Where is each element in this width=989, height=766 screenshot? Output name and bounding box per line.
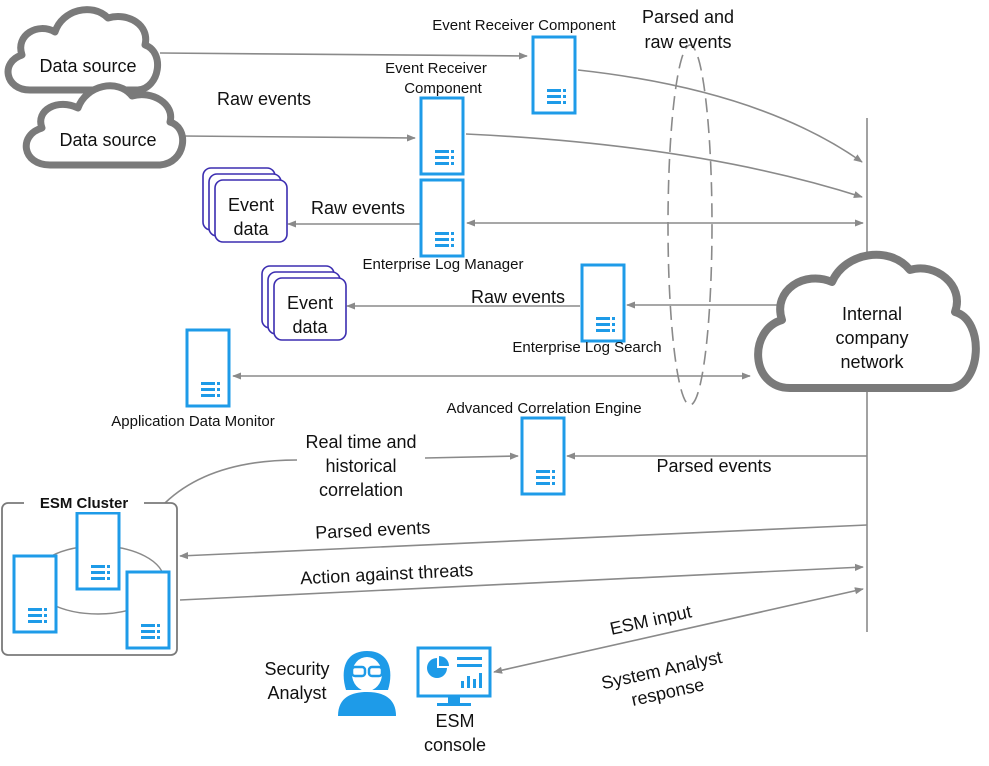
event-data-label-line2: data — [233, 219, 269, 239]
arrow-receiver1-to-network — [577, 69, 863, 163]
arrow-receiver2-to-network — [465, 133, 863, 198]
parsed-events-label-1: Parsed events — [656, 456, 771, 476]
raw-events-label-3: Raw events — [471, 287, 565, 307]
esm-input-label: ESM input — [608, 601, 693, 639]
event-receiver-server-2 — [419, 96, 465, 176]
correlation-label-line1: Real time and — [305, 432, 416, 452]
arrow-network-to-cluster — [179, 524, 868, 560]
correlation-label-line2: historical — [325, 456, 396, 476]
connectors — [159, 52, 868, 674]
esm-cluster-title-bg — [24, 494, 144, 512]
parsed-raw-label-line1: Parsed and — [642, 7, 734, 27]
esm-console-monitor-icon — [416, 646, 492, 706]
arrow-datasource2-to-receiver2 — [181, 134, 416, 142]
event-data-stack-2: Event data — [261, 265, 347, 341]
raw-events-label-2: Raw events — [311, 198, 405, 218]
arrow-datasource1-to-receiver1 — [159, 52, 528, 60]
parsed-raw-events-group — [667, 44, 713, 406]
event-receiver-label-2-line1: Event Receiver — [385, 60, 487, 77]
event-data-label-line1: Event — [228, 195, 274, 215]
event-receiver-label-1: Event Receiver Component — [432, 17, 616, 34]
esm-server-left — [12, 554, 58, 634]
esm-cluster: ESM Cluster — [1, 494, 178, 656]
esm-server-right — [125, 570, 171, 650]
cloud-icon — [22, 82, 187, 169]
data-source-cloud-1: Data source — [4, 6, 162, 94]
cloud-icon — [754, 250, 980, 392]
advanced-correlation-engine-label: Advanced Correlation Engine — [446, 400, 641, 417]
application-data-monitor-server — [185, 328, 231, 408]
event-data-label-line1: Event — [287, 293, 333, 313]
enterprise-log-manager-label: Enterprise Log Manager — [363, 256, 524, 273]
esm-cluster-title: ESM Cluster — [40, 495, 129, 512]
event-data-label-line2: data — [292, 317, 328, 337]
raw-events-label-1: Raw events — [217, 89, 311, 109]
esm-console-label-line2: console — [424, 735, 486, 755]
security-analyst-icon — [338, 651, 396, 716]
parsed-events-label-2: Parsed events — [315, 517, 431, 542]
security-analyst-label-line1: Security — [264, 659, 329, 679]
esm-server-top — [75, 511, 121, 591]
action-against-threats-label: Action against threats — [300, 560, 474, 588]
event-receiver-server-1 — [531, 35, 577, 115]
security-analyst-label-line2: Analyst — [267, 683, 326, 703]
arrow-correlation-to-ace — [424, 452, 519, 460]
correlation-label-line3: correlation — [319, 480, 403, 500]
line-cluster-to-correlation — [164, 459, 298, 504]
internal-network-cloud: Internal company network — [754, 250, 980, 392]
event-receiver-label-2-line2: Component — [404, 80, 482, 97]
enterprise-log-search-label: Enterprise Log Search — [512, 339, 661, 356]
internal-network-label-line3: network — [840, 352, 904, 372]
arrow-console-network — [493, 587, 864, 674]
advanced-correlation-engine-server — [520, 416, 566, 496]
esm-console-label-line1: ESM — [435, 711, 474, 731]
enterprise-log-manager-server — [419, 178, 465, 258]
data-source-label: Data source — [39, 56, 136, 76]
data-source-cloud-2: Data source — [22, 82, 187, 169]
arrow-cluster-to-network — [179, 563, 864, 601]
event-data-stack-1: Event data — [202, 167, 288, 243]
enterprise-log-search-server — [580, 263, 626, 343]
internal-network-label-line2: company — [835, 328, 908, 348]
data-source-label: Data source — [59, 130, 156, 150]
parsed-raw-label-line2: raw events — [644, 32, 731, 52]
internal-network-label-line1: Internal — [842, 304, 902, 324]
cloud-icon — [4, 6, 162, 94]
application-data-monitor-label: Application Data Monitor — [111, 413, 274, 430]
